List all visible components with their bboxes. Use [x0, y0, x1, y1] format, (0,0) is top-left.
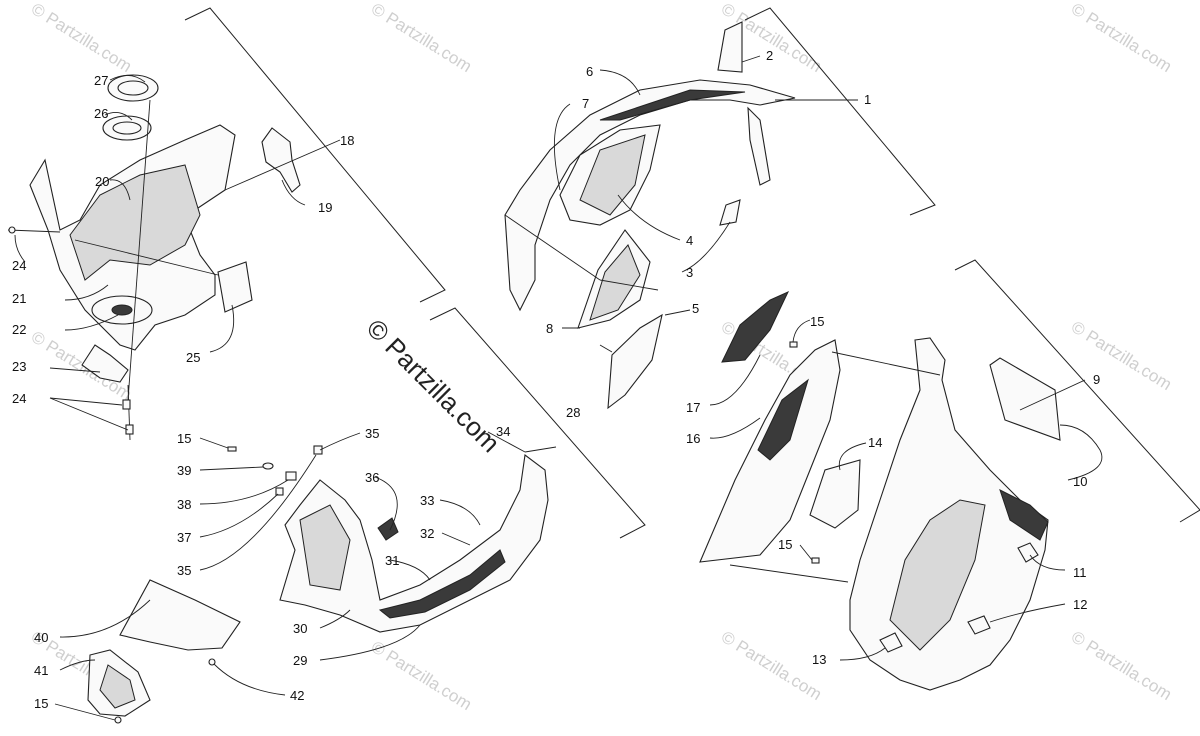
deflector-5	[607, 313, 663, 410]
watermark-main: © Partzilla.com	[361, 313, 506, 458]
callout-7: 7	[582, 96, 589, 111]
callout-14: 14	[868, 435, 882, 450]
callout-8: 8	[546, 321, 553, 336]
grille-17	[721, 290, 790, 363]
belly-pan-assembly	[87, 445, 549, 724]
callout-42: 42	[290, 688, 304, 703]
callout-32: 32	[420, 526, 434, 541]
callout-38: 38	[177, 497, 191, 512]
clip-37	[275, 487, 284, 496]
callout-24: 24	[12, 258, 26, 273]
callout-28: 28	[566, 405, 580, 420]
decal-14	[809, 459, 861, 529]
callout-13: 13	[812, 652, 826, 667]
hood-upper-assembly	[7, 74, 301, 441]
callout-25: 25	[186, 350, 200, 365]
callout-22: 22	[12, 322, 26, 337]
callout-18: 18	[340, 133, 354, 148]
callout-15-d: 15	[778, 537, 792, 552]
callout-27: 27	[94, 73, 108, 88]
callout-16: 16	[686, 431, 700, 446]
callout-30: 30	[293, 621, 307, 636]
callout-19: 19	[318, 200, 332, 215]
clip-35	[313, 445, 323, 455]
callout-15-b: 15	[34, 696, 48, 711]
callout-12: 12	[1073, 597, 1087, 612]
watermark-tile: © Partzilla.com	[28, 0, 135, 76]
gasket-27	[107, 74, 159, 102]
plate-25	[217, 261, 253, 313]
callout-41: 41	[34, 663, 48, 678]
side-panel-assembly	[699, 290, 1061, 691]
callout-21: 21	[12, 291, 26, 306]
console-panel-shade	[69, 164, 201, 281]
callout-5: 5	[692, 301, 699, 316]
watermark-tile: © Partzilla.com	[718, 627, 825, 704]
clip-3	[719, 199, 741, 226]
spacer-38	[285, 471, 297, 481]
callout-17: 17	[686, 400, 700, 415]
side-trim	[747, 106, 771, 186]
watermark-tile: © Partzilla.com	[1068, 0, 1175, 76]
callout-39: 39	[177, 463, 191, 478]
group-brackets	[184, 7, 1200, 539]
callout-24b: 24	[12, 391, 26, 406]
washer-39	[262, 462, 274, 470]
bracket-group-9	[954, 259, 1200, 523]
callout-37: 37	[177, 530, 191, 545]
leader-lines	[14, 55, 1103, 721]
watermark-tile: © Partzilla.com	[1068, 627, 1175, 704]
fastener-15-b	[227, 446, 237, 452]
knob-36	[377, 517, 399, 541]
callout-3: 3	[686, 265, 693, 280]
callout-33: 33	[420, 493, 434, 508]
callout-31: 31	[385, 553, 399, 568]
hood-top-1	[504, 79, 796, 312]
callout-15-c: 15	[810, 314, 824, 329]
callout-9: 9	[1093, 372, 1100, 387]
gasket-26	[102, 115, 152, 141]
screen-10	[989, 357, 1061, 441]
vent-40	[119, 579, 241, 651]
callout-36: 36	[365, 470, 379, 485]
cap-12	[967, 615, 991, 635]
watermark-tile: © Partzilla.com	[368, 637, 475, 714]
callout-2: 2	[766, 48, 773, 63]
callout-34: 34	[496, 424, 510, 439]
watermark-tile: © Partzilla.com	[1068, 317, 1175, 394]
callout-35-b: 35	[177, 563, 191, 578]
callout-15-a: 15	[177, 431, 191, 446]
bracket-group-18	[184, 7, 446, 303]
callout-40: 40	[34, 630, 48, 645]
callout-26: 26	[94, 106, 108, 121]
callout-11: 11	[1073, 565, 1087, 580]
bracket-19	[261, 127, 301, 193]
belly-pan-28	[279, 454, 549, 633]
callout-6: 6	[586, 64, 593, 79]
callout-20: 20	[95, 174, 109, 189]
cap-11	[1017, 542, 1039, 563]
cap-13	[879, 632, 903, 653]
callout-10: 10	[1073, 474, 1087, 489]
bracket-23	[81, 344, 129, 383]
windshield-assembly	[504, 21, 796, 410]
trim-2	[717, 21, 743, 73]
watermark-tile: © Partzilla.com	[368, 0, 475, 76]
callout-23: 23	[12, 359, 26, 374]
callout-29: 29	[293, 653, 307, 668]
bracket-group-28	[429, 307, 646, 539]
callout-1: 1	[864, 92, 871, 107]
bracket-group-1	[744, 7, 936, 216]
callout-4: 4	[686, 233, 693, 248]
callout-35-a: 35	[365, 426, 379, 441]
callout-labels: 27 26 18 20 19 24 21 22 25 23 24 2 6 1 7…	[12, 48, 1100, 711]
